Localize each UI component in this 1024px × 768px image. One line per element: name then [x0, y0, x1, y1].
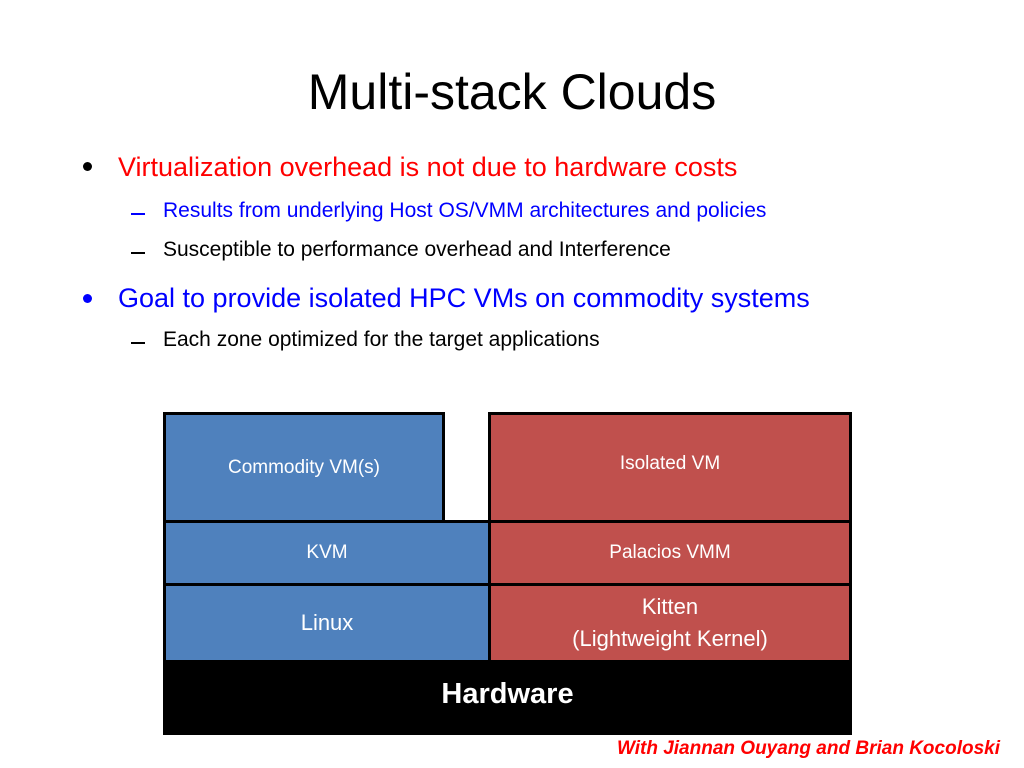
bullet-marker-1 — [83, 162, 92, 171]
sub-bullet-item-2: Susceptible to performance overhead and … — [163, 238, 671, 261]
kvm-label: KVM — [306, 542, 348, 563]
hardware-label: Hardware — [441, 678, 574, 710]
sub-bullet-marker-1 — [131, 213, 145, 215]
kvm-box: KVM — [163, 520, 491, 586]
kitten-label: Kitten (Lightweight Kernel) — [572, 594, 768, 651]
credit-text: With Jiannan Ouyang and Brian Kocoloski — [616, 738, 1000, 759]
commodity-vm-label: Commodity VM(s) — [227, 456, 380, 478]
linux-label: Linux — [300, 610, 354, 635]
bullet-marker-2 — [83, 294, 92, 303]
sub-bullet-marker-2 — [131, 252, 145, 254]
kitten-box: Kitten (Lightweight Kernel) — [488, 583, 852, 663]
palacios-vmm-label: Palacios VMM — [609, 542, 731, 563]
linux-box: Linux — [163, 583, 491, 663]
palacios-vmm-box: Palacios VMM — [488, 520, 852, 586]
sub-bullet-item-1: Results from underlying Host OS/VMM arch… — [163, 199, 767, 222]
bullet-item-1: Virtualization overhead is not due to ha… — [118, 152, 738, 182]
isolated-vm-box: Isolated VM — [488, 412, 852, 523]
bullet-item-2: Goal to provide isolated HPC VMs on comm… — [118, 283, 810, 313]
isolated-vm-label: Isolated VM — [619, 452, 721, 474]
sub-bullet-marker-3 — [131, 342, 145, 344]
bullet-list: Virtualization overhead is not due to ha… — [83, 152, 810, 351]
hardware-box: Hardware — [163, 660, 852, 735]
commodity-vm-box: Commodity VM(s) — [163, 412, 445, 523]
sub-bullet-item-3: Each zone optimized for the target appli… — [163, 328, 600, 351]
slide-title: Multi-stack Clouds — [307, 64, 717, 120]
